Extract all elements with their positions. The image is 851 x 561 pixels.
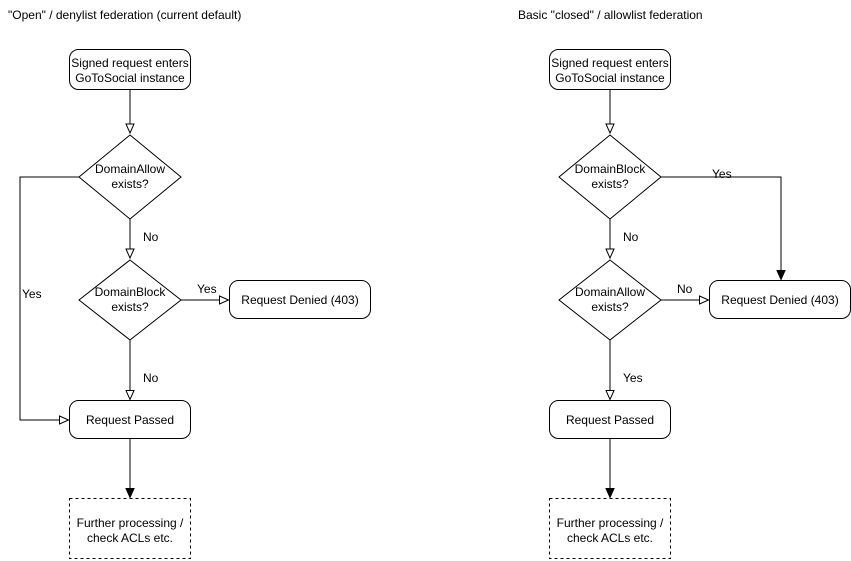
left-decision1-no-label: No — [143, 230, 159, 244]
right-passed-node — [549, 400, 671, 439]
left-start-text-line1: Signed request enters — [71, 56, 188, 70]
left-decision2-text-line1: DomainBlock — [95, 285, 167, 299]
right-further-text-line2: check ACLs etc. — [567, 531, 653, 545]
left-passed-text: Request Passed — [86, 413, 174, 427]
left-flowchart: "Open" / denylist federation (current de… — [8, 8, 371, 559]
right-flowchart: Basic "closed" / allowlist federation Ye… — [518, 8, 851, 559]
right-further-node — [549, 498, 671, 559]
left-decision1-yes-label: Yes — [22, 287, 42, 301]
right-further-text-line1: Further processing / — [557, 516, 664, 530]
right-start-node — [549, 49, 671, 90]
right-decision2-no-label: No — [677, 282, 693, 296]
left-decision2-diamond — [78, 259, 182, 341]
right-decision1-yes-label: Yes — [712, 167, 732, 181]
right-denied-text: Request Denied (403) — [721, 293, 838, 307]
left-further-node — [69, 498, 191, 559]
left-denied-text: Request Denied (403) — [241, 293, 358, 307]
right-edge-decision1-yes-to-denied — [661, 176, 781, 280]
right-title: Basic "closed" / allowlist federation — [518, 8, 703, 22]
right-decision1-text-line1: DomainBlock — [575, 162, 647, 176]
right-decision2-text-line1: DomainAllow — [575, 285, 645, 299]
left-decision1-diamond — [78, 134, 182, 220]
left-edge-decision1-yes-to-passed — [19, 176, 79, 420]
left-decision1-text-line2: exists? — [111, 177, 149, 191]
right-decision1-text-line2: exists? — [591, 177, 629, 191]
right-start-text-line2: GoToSocial instance — [555, 71, 665, 85]
right-passed-text: Request Passed — [566, 413, 654, 427]
left-start-node — [69, 49, 191, 90]
left-passed-node — [69, 400, 191, 439]
right-start-text-line1: Signed request enters — [551, 56, 668, 70]
left-decision1-text-line1: DomainAllow — [95, 162, 165, 176]
right-decision1-no-label: No — [623, 230, 639, 244]
right-decision2-yes-label: Yes — [623, 371, 643, 385]
left-title: "Open" / denylist federation (current de… — [8, 8, 241, 22]
left-further-text-line2: check ACLs etc. — [87, 531, 173, 545]
left-decision2-text-line2: exists? — [111, 300, 149, 314]
left-further-text-line1: Further processing / — [77, 516, 184, 530]
left-denied-node — [229, 280, 371, 319]
right-decision2-text-line2: exists? — [591, 300, 629, 314]
left-start-text-line2: GoToSocial instance — [75, 71, 185, 85]
left-decision2-no-label: No — [143, 371, 159, 385]
left-decision2-yes-label: Yes — [197, 282, 217, 296]
right-decision2-diamond — [558, 259, 662, 341]
right-decision1-diamond — [558, 134, 662, 220]
